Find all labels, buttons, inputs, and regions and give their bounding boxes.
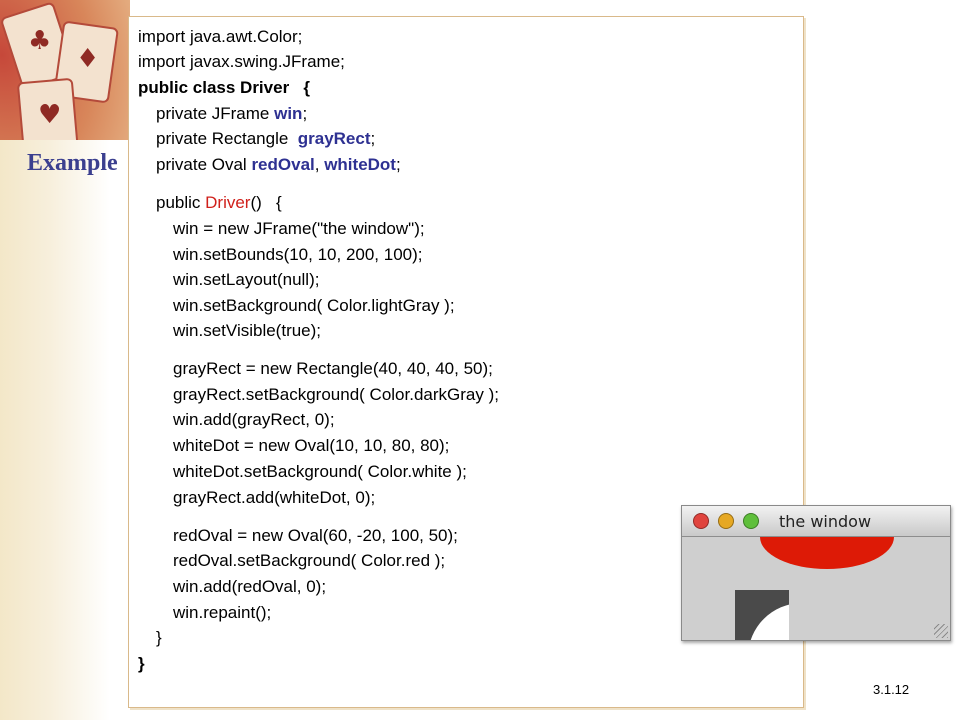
- preview-window: the window: [681, 505, 951, 641]
- code-line: }: [156, 628, 162, 647]
- code-line: grayRect.add(whiteDot, 0);: [173, 488, 376, 507]
- window-content: [682, 537, 950, 640]
- code-listing: import java.awt.Color; import javax.swin…: [128, 16, 804, 708]
- slide-heading: Example: [27, 150, 118, 176]
- diamond-icon: ♦: [76, 44, 100, 74]
- decorative-stripe: [0, 140, 130, 720]
- code-line: win.setBackground( Color.lightGray );: [173, 296, 455, 315]
- code-line: }: [138, 654, 145, 673]
- resize-handle-icon[interactable]: [934, 624, 948, 638]
- close-icon[interactable]: [693, 513, 709, 529]
- code-line: import java.awt.Color;: [138, 27, 303, 46]
- club-icon: ♣: [28, 26, 52, 56]
- code-line: win.setBounds(10, 10, 200, 100);: [173, 245, 423, 264]
- code-line: private Rectangle grayRect;: [156, 129, 376, 148]
- code-line: win.add(redOval, 0);: [173, 577, 327, 596]
- code-line: grayRect.setBackground( Color.darkGray )…: [173, 385, 499, 404]
- slide-decoration: ♣ ♦ ♥: [0, 0, 130, 720]
- minimize-icon[interactable]: [718, 513, 734, 529]
- code-line: win.repaint();: [173, 603, 272, 622]
- code-line: grayRect = new Rectangle(40, 40, 40, 50)…: [173, 359, 493, 378]
- window-titlebar[interactable]: the window: [682, 506, 950, 537]
- code-line: win = new JFrame("the window");: [173, 219, 425, 238]
- code-line: import javax.swing.JFrame;: [138, 52, 345, 71]
- code-line: public Driver() {: [156, 193, 282, 212]
- heart-icon: ♥: [38, 100, 62, 130]
- code-line: redOval.setBackground( Color.red );: [173, 551, 446, 570]
- red-oval: [760, 537, 894, 569]
- code-line: whiteDot = new Oval(10, 10, 80, 80);: [173, 436, 450, 455]
- code-line: private JFrame win;: [156, 104, 308, 123]
- window-title: the window: [779, 512, 872, 531]
- white-dot: [748, 603, 789, 640]
- code-line: private Oval redOval, whiteDot;: [156, 155, 401, 174]
- zoom-icon[interactable]: [743, 513, 759, 529]
- slide-number: 3.1.12: [873, 682, 910, 697]
- code-line: redOval = new Oval(60, -20, 100, 50);: [173, 526, 458, 545]
- code-line: public class Driver {: [138, 78, 310, 97]
- code-line: win.setVisible(true);: [173, 321, 322, 340]
- code-line: whiteDot.setBackground( Color.white );: [173, 462, 467, 481]
- code-line: win.setLayout(null);: [173, 270, 320, 289]
- gray-rectangle: [735, 590, 789, 640]
- code-line: win.add(grayRect, 0);: [173, 410, 335, 429]
